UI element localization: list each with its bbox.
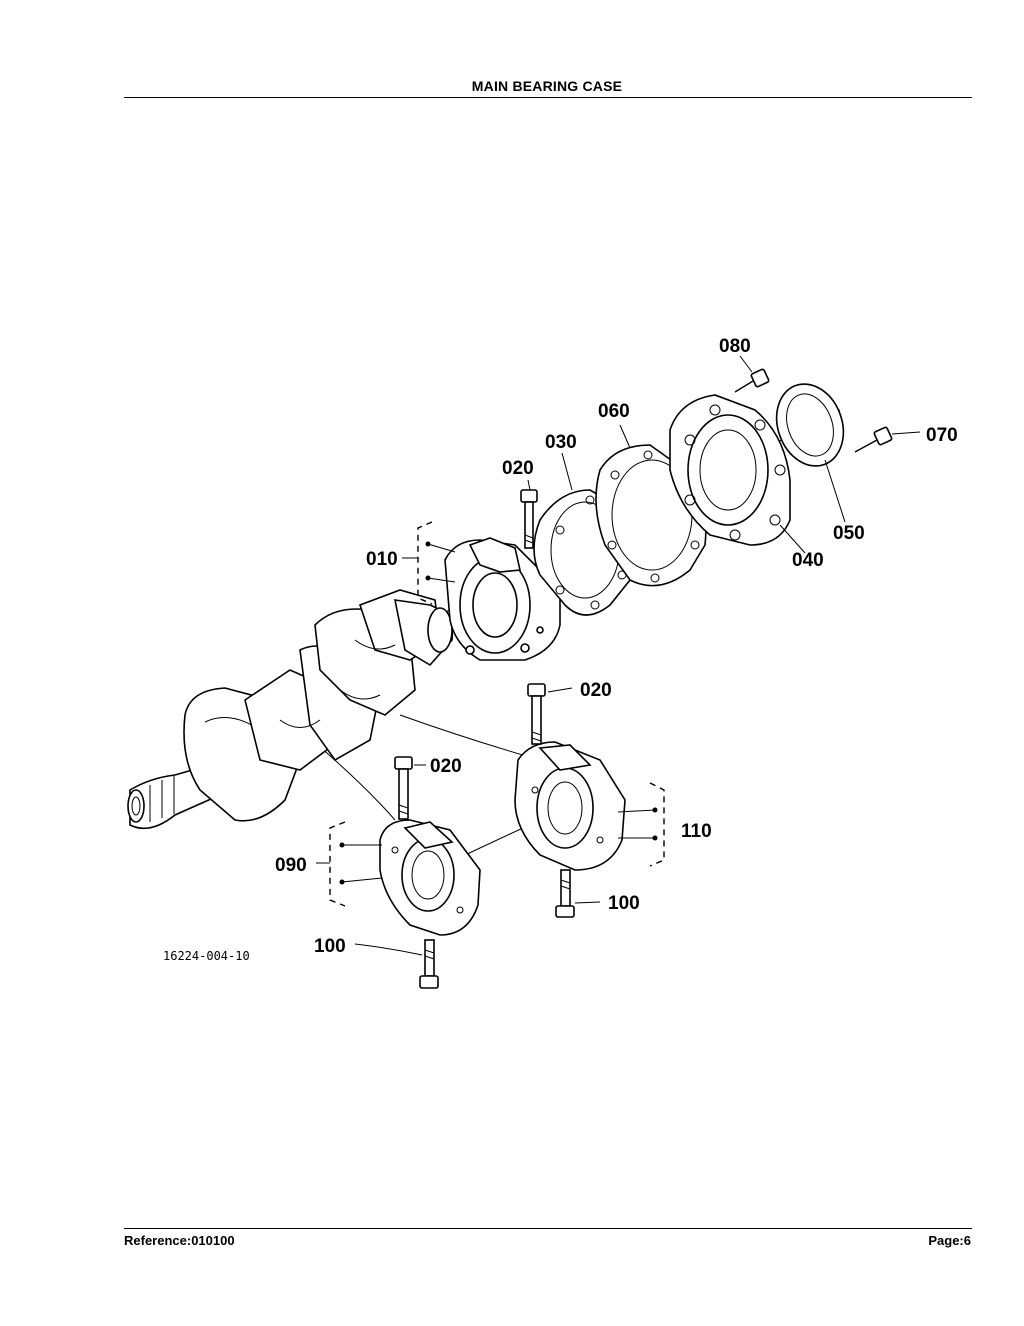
crankshaft [127, 589, 454, 830]
callout-100-right: 100 [608, 893, 640, 914]
callout-010: 010 [366, 549, 398, 570]
callout-070: 070 [926, 425, 958, 446]
callout-080: 080 [719, 336, 751, 357]
part-010-bracket [402, 521, 456, 605]
part-020-bolt-lower [394, 756, 426, 820]
callout-100-left: 100 [314, 936, 346, 957]
part-100-bolt-right [555, 869, 601, 918]
page-title: MAIN BEARING CASE [471, 78, 623, 94]
part-010-main-bearing-case [444, 537, 561, 661]
part-110-bearing-case [514, 741, 626, 871]
callout-020-middle: 020 [580, 680, 612, 701]
callout-050: 050 [833, 523, 865, 544]
callout-040: 040 [792, 550, 824, 571]
reference-label: Reference:010100 [124, 1233, 235, 1248]
part-050-oil-seal [775, 383, 846, 523]
header-rule [124, 97, 972, 98]
callout-090: 090 [275, 855, 307, 876]
callout-030: 030 [545, 432, 577, 453]
callout-110: 110 [681, 821, 712, 842]
figure-number: 16224-004-10 [163, 949, 250, 963]
part-020-bolt-middle [527, 683, 573, 745]
callout-060: 060 [598, 401, 630, 422]
part-110-bracket [617, 782, 665, 867]
part-070-bolt [854, 426, 921, 453]
part-090-bearing-case [379, 819, 481, 936]
part-100-bolt-left [354, 939, 439, 989]
part-020-bolt-upper [520, 479, 538, 549]
callout-020-lower: 020 [430, 756, 462, 777]
footer-rule [124, 1228, 972, 1229]
page-number: Page:6 [928, 1233, 971, 1248]
part-090-bracket [316, 821, 383, 907]
part-040-housing [669, 394, 806, 554]
callout-020-upper: 020 [502, 458, 534, 479]
part-080-bolt [734, 355, 770, 393]
